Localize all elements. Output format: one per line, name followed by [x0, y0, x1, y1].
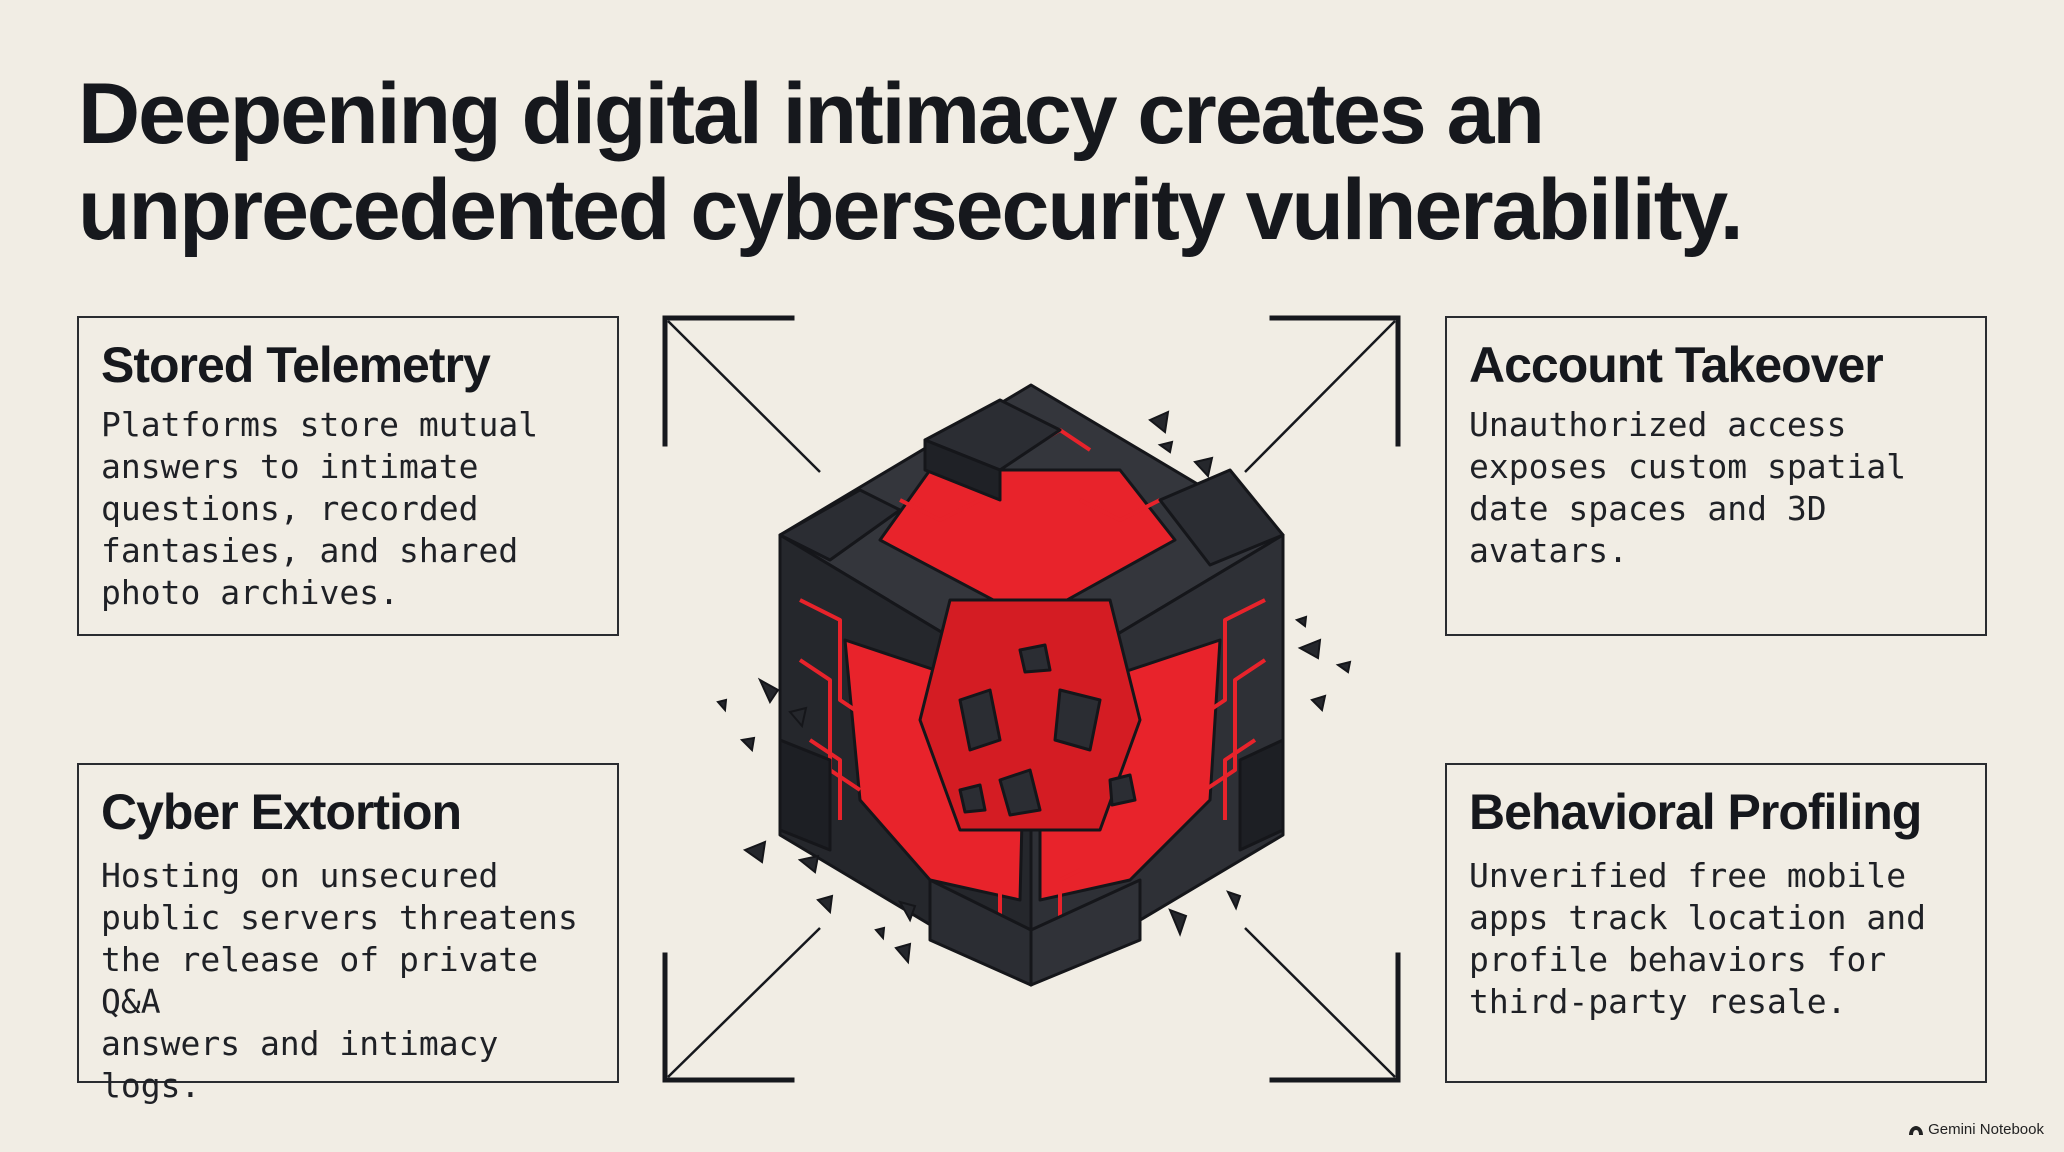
arrow-top-left: [667, 320, 821, 473]
bracket-bottom-right: [1269, 952, 1401, 1083]
core-left: [843, 638, 1027, 902]
card-heading: Behavioral Profiling: [1469, 784, 1922, 840]
card-body: Unauthorized access exposes custom spati…: [1469, 405, 1907, 570]
bracket-top-left: [662, 315, 795, 447]
title-line-2: unprecedented cybersecurity vulnerabilit…: [78, 162, 1744, 258]
circuit-traces: [798, 428, 1267, 942]
arrow-bottom-right: [1244, 927, 1396, 1078]
gemini-logo-icon: [1909, 1125, 1924, 1135]
card-cyber-extortion: Cyber Extortion Hosting on unsecured pub…: [77, 763, 619, 1105]
arrow-lines: [667, 320, 1396, 1078]
cube-left-face: [778, 533, 1033, 987]
card-body: Unverified free mobile apps track locati…: [1469, 856, 1926, 1021]
card-stored-telemetry: Stored Telemetry Platforms store mutual …: [77, 316, 619, 636]
shattered-cube-icon: [778, 383, 1285, 987]
title-line-1: Deepening digital intimacy creates an: [78, 66, 1545, 162]
card-heading: Stored Telemetry: [101, 337, 491, 393]
card-heading: Account Takeover: [1469, 337, 1884, 393]
bracket-bottom-left: [662, 952, 795, 1083]
card-body: Hosting on unsecured public servers thre…: [101, 856, 578, 1105]
cube-right-face: [1029, 533, 1285, 987]
cube-top-face: [778, 383, 1285, 688]
debris-fragments: [716, 410, 1352, 965]
page-title: Deepening digital intimacy creates an un…: [78, 66, 1978, 258]
bracket-top-right: [1269, 315, 1401, 447]
arrow-top-right: [1244, 320, 1396, 473]
card-body: Platforms store mutual answers to intima…: [101, 405, 539, 612]
core-right: [1038, 638, 1222, 902]
card-account-takeover: Account Takeover Unauthorized access exp…: [1445, 316, 1987, 636]
corner-brackets: [662, 315, 1401, 1083]
core-top: [878, 468, 1177, 622]
arrow-bottom-left: [667, 927, 821, 1078]
card-behavioral-profiling: Behavioral Profiling Unverified free mob…: [1445, 763, 1987, 1083]
card-heading: Cyber Extortion: [101, 784, 462, 840]
branding-label: Gemini Notebook: [1928, 1121, 2044, 1138]
branding: Gemini Notebook: [1908, 1121, 2044, 1138]
core-center: [918, 598, 1142, 832]
